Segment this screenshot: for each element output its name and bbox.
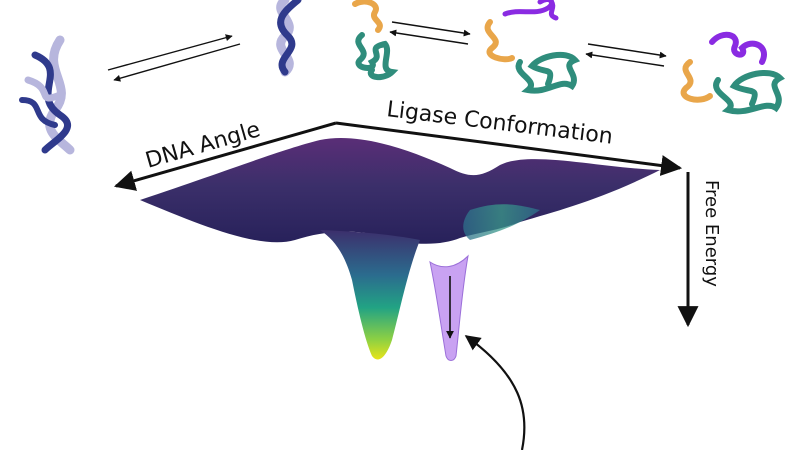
axes [113,121,699,328]
free-energy-surface [140,138,660,361]
dna-bent-helix-icon [19,35,75,155]
ligase-conformation-axis [335,121,683,176]
surface-ridge [463,204,540,240]
dna-equilibrium-arrows [107,34,241,82]
deep-well [320,230,420,360]
ligase-open-icon [352,0,399,80]
pointer-arrow [464,335,526,450]
ligase-closed-icon [680,31,785,115]
ligase-intermediate-icon [484,0,581,94]
dna-angle-axis [113,121,337,191]
ligase-conformation-label: Ligase Conformation [385,97,614,150]
highlighted-well [429,254,469,361]
ligase-equilibrium-arrows-1 [389,21,471,45]
free-energy-label: Free Energy [701,180,722,287]
ligase-equilibrium-arrows-2 [585,43,667,67]
dna-straight-helix-icon [276,0,302,77]
surface-sheet [140,138,660,244]
